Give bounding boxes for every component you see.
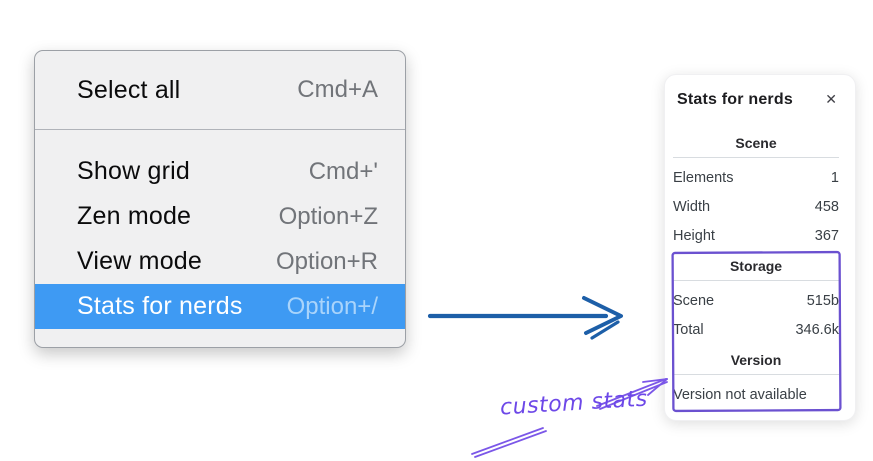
version-note: Version not available bbox=[673, 386, 807, 403]
stat-row-height: Height 367 bbox=[673, 221, 839, 250]
stat-label: Scene bbox=[673, 292, 715, 309]
menu-divider bbox=[35, 129, 405, 130]
menu-item-shortcut: Cmd+' bbox=[308, 157, 378, 185]
menu-item-shortcut: Option+R bbox=[275, 247, 378, 275]
stats-panel: Stats for nerds ✕ Scene Elements 1 Width… bbox=[664, 74, 856, 421]
annotation-label: custom stats bbox=[499, 386, 649, 421]
stat-label: Width bbox=[673, 198, 711, 215]
menu-item-label: Zen mode bbox=[77, 202, 192, 230]
menu-item-shortcut: Option+/ bbox=[286, 292, 378, 320]
stat-label: Total bbox=[673, 321, 704, 338]
menu-item-view-mode[interactable]: View mode Option+R bbox=[35, 239, 405, 284]
menu-item-label: Select all bbox=[77, 75, 181, 104]
menu-item-shortcut: Option+Z bbox=[278, 202, 378, 230]
menu-item-stats-for-nerds[interactable]: Stats for nerds Option+/ bbox=[35, 284, 405, 329]
stat-row-scene-storage: Scene 515b bbox=[673, 286, 839, 315]
section-heading-scene: Scene bbox=[735, 135, 777, 151]
section-divider bbox=[673, 157, 839, 158]
stat-label: Height bbox=[673, 227, 715, 244]
menu-item-label: View mode bbox=[77, 247, 203, 275]
section-heading-version: Version bbox=[730, 352, 782, 368]
section-heading-storage: Storage bbox=[729, 258, 783, 274]
stat-value: 367 bbox=[814, 227, 839, 244]
stat-row-total-storage: Total 346.6k bbox=[673, 315, 839, 344]
context-menu: Select all Cmd+A Show grid Cmd+' Zen mod… bbox=[34, 50, 406, 348]
stat-value: 458 bbox=[814, 198, 839, 215]
flow-arrow bbox=[427, 296, 623, 340]
close-button[interactable]: ✕ bbox=[823, 91, 839, 109]
close-icon: ✕ bbox=[825, 92, 837, 108]
stat-value: 346.6k bbox=[795, 321, 839, 338]
stat-label: Elements bbox=[673, 169, 734, 186]
stat-row-elements: Elements 1 bbox=[673, 163, 839, 192]
menu-item-zen-mode[interactable]: Zen mode Option+Z bbox=[35, 194, 405, 239]
menu-item-shortcut: Cmd+A bbox=[297, 76, 378, 103]
section-divider bbox=[673, 374, 839, 375]
stats-panel-title: Stats for nerds bbox=[677, 91, 793, 108]
menu-item-label: Show grid bbox=[77, 157, 190, 185]
stat-row-width: Width 458 bbox=[673, 192, 839, 221]
section-divider bbox=[673, 280, 839, 281]
menu-item-show-grid[interactable]: Show grid Cmd+' bbox=[35, 149, 405, 194]
menu-item-label: Stats for nerds bbox=[77, 292, 243, 320]
menu-item-select-all[interactable]: Select all Cmd+A bbox=[35, 51, 405, 129]
stat-value: 1 bbox=[830, 169, 839, 186]
stat-value: 515b bbox=[806, 292, 839, 309]
